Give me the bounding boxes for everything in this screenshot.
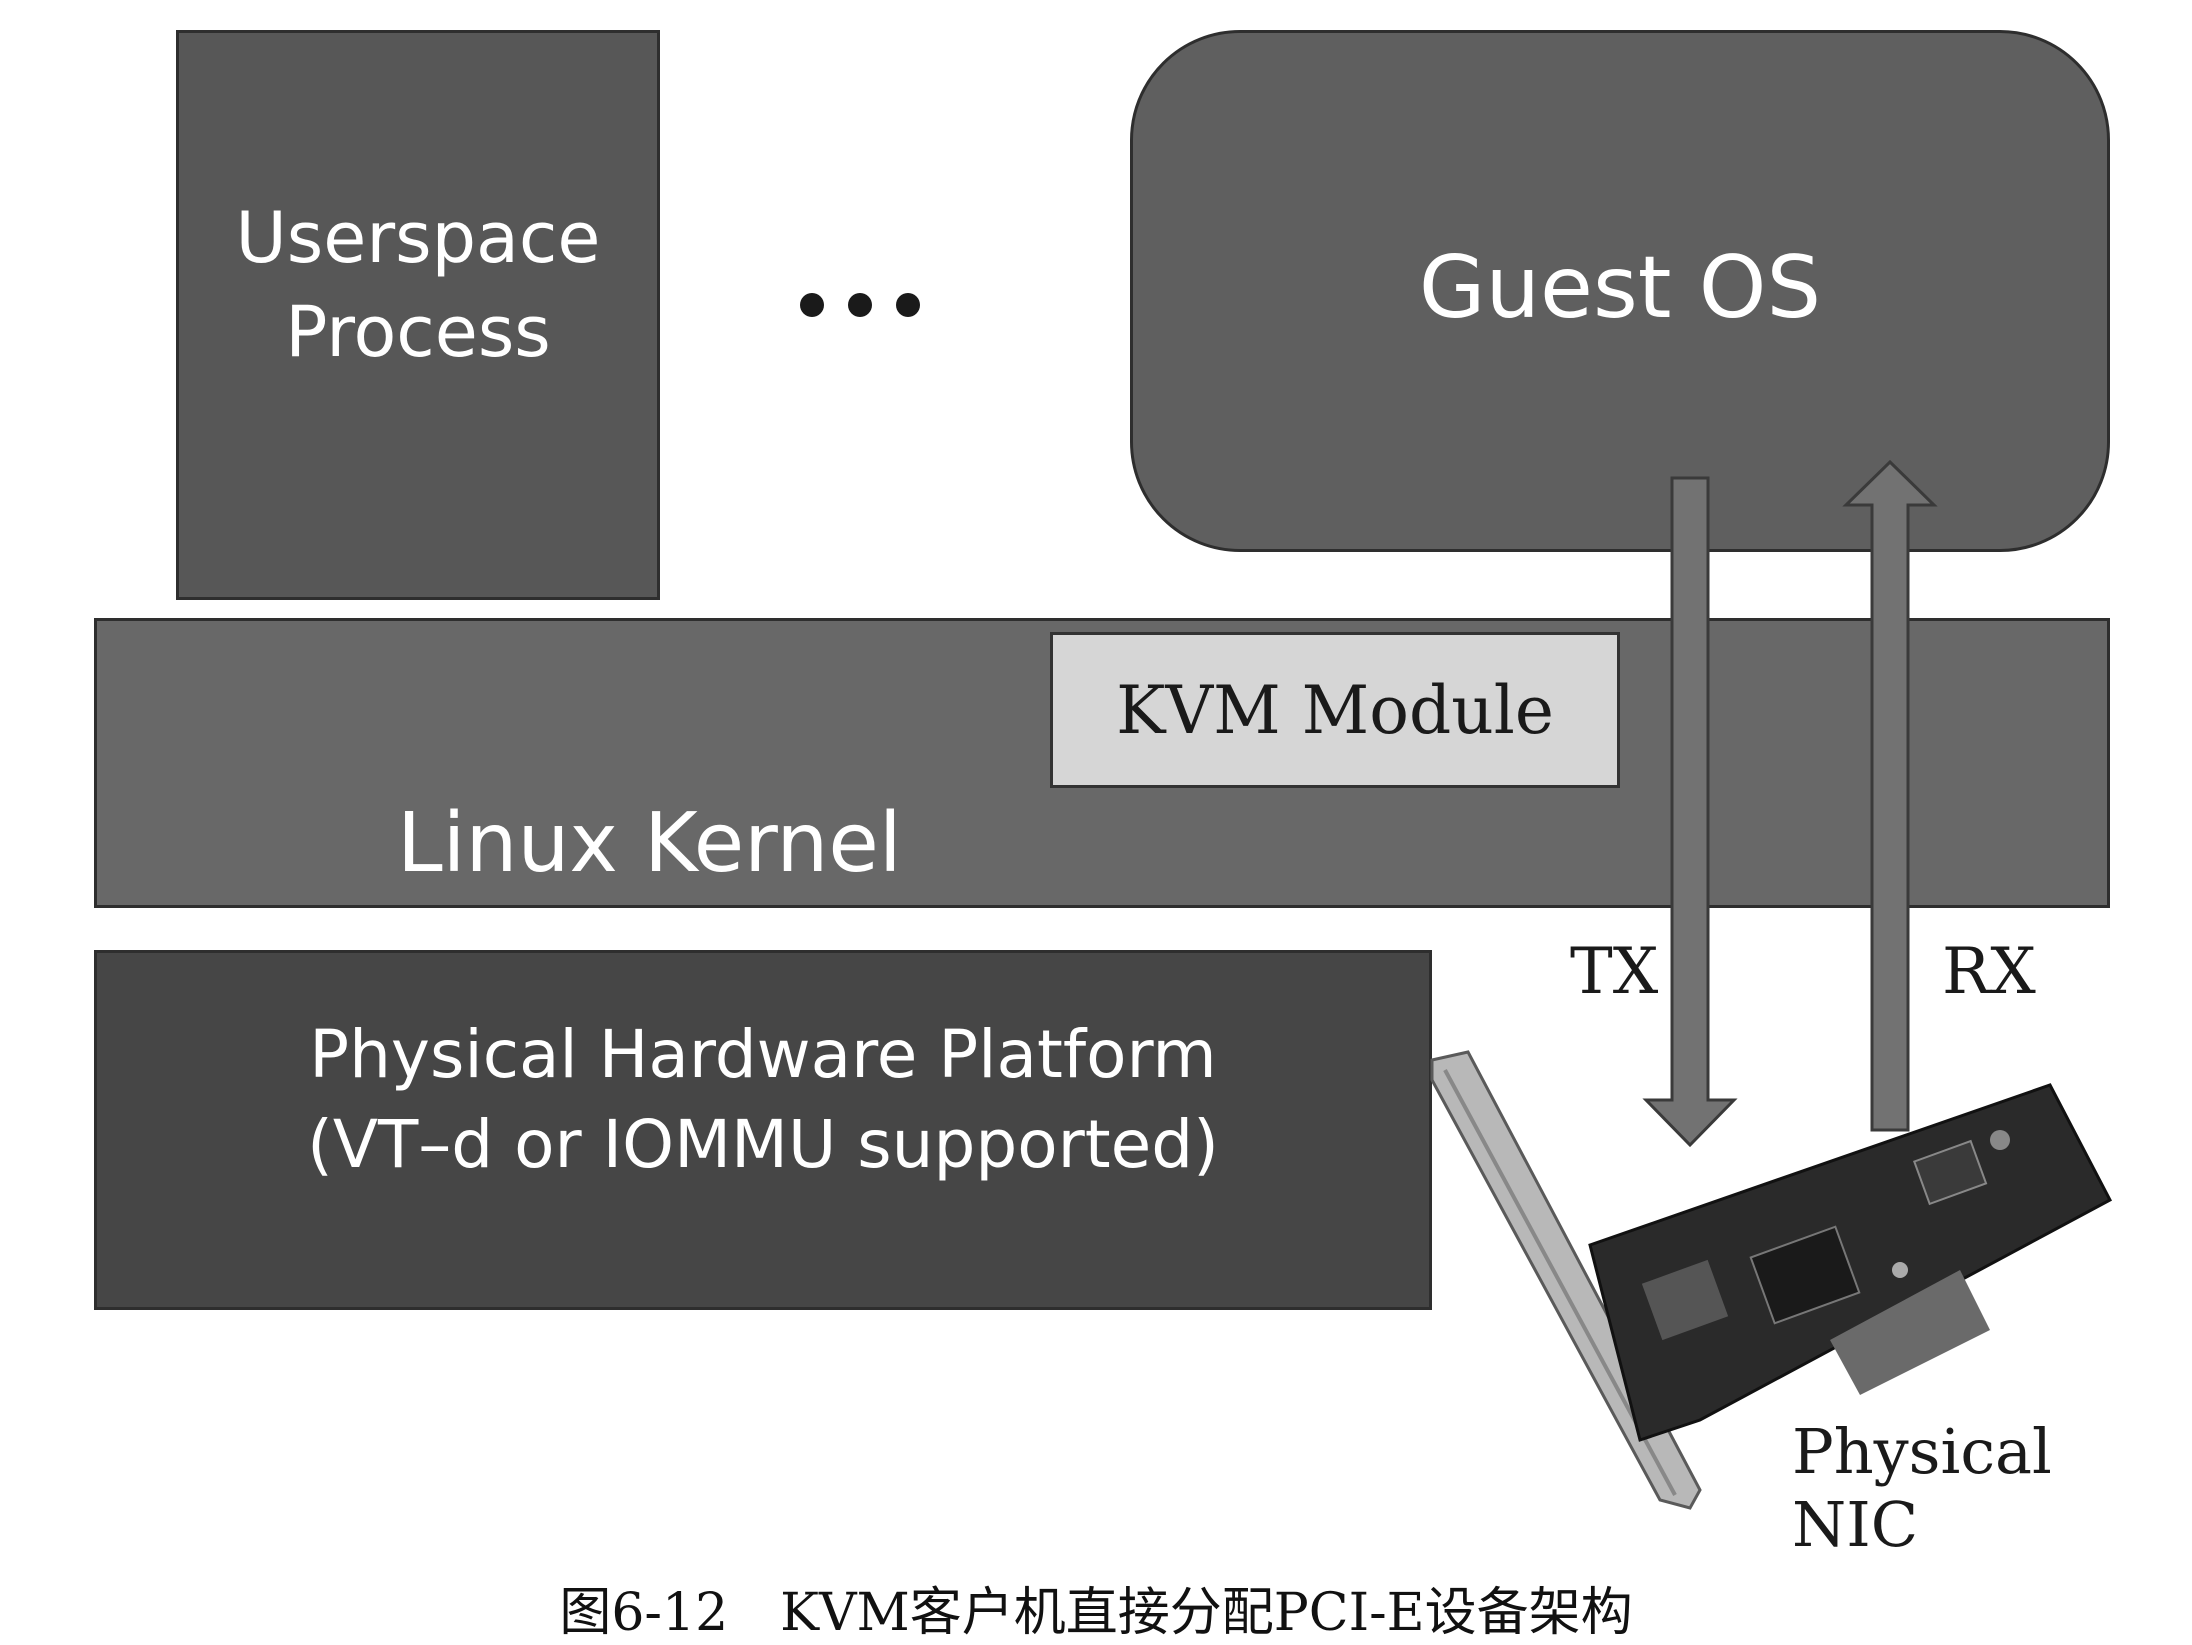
userspace-label-line1: Userspace [235,197,601,279]
userspace-label-line2: Process [285,291,551,373]
rx-label: RX [1942,935,2036,1009]
guest-os-box: Guest OS [1130,30,2110,552]
tx-arrow-icon [1642,476,1738,1148]
tx-label: TX [1570,935,1659,1009]
nic-card-icon [1588,1083,2113,1442]
physical-nic-label: Physical NIC [1792,1415,2052,1561]
diagram-canvas: Userspace Process Guest OS Linux Kernel … [94,30,2113,1561]
kvm-module-label: KVM Module [1116,671,1554,749]
guest-os-label: Guest OS [1418,238,1822,338]
kvm-module-box: KVM Module [1050,632,1620,788]
hardware-label-line2: (VT–d or IOMMU supported) [307,1106,1219,1183]
ellipsis-icon [800,293,920,317]
figure-caption: 图6-12 KVM客户机直接分配PCI-E设备架构 [559,1583,1633,1643]
nic-and-arrows-graphic [1430,459,2113,1510]
rx-arrow-icon [1842,459,1938,1132]
userspace-process-box: Userspace Process [176,30,660,600]
linux-kernel-label: Linux Kernel [397,795,902,891]
physical-hardware-box: Physical Hardware Platform (VT–d or IOMM… [94,950,1432,1310]
hardware-label-line1: Physical Hardware Platform [309,1016,1217,1093]
